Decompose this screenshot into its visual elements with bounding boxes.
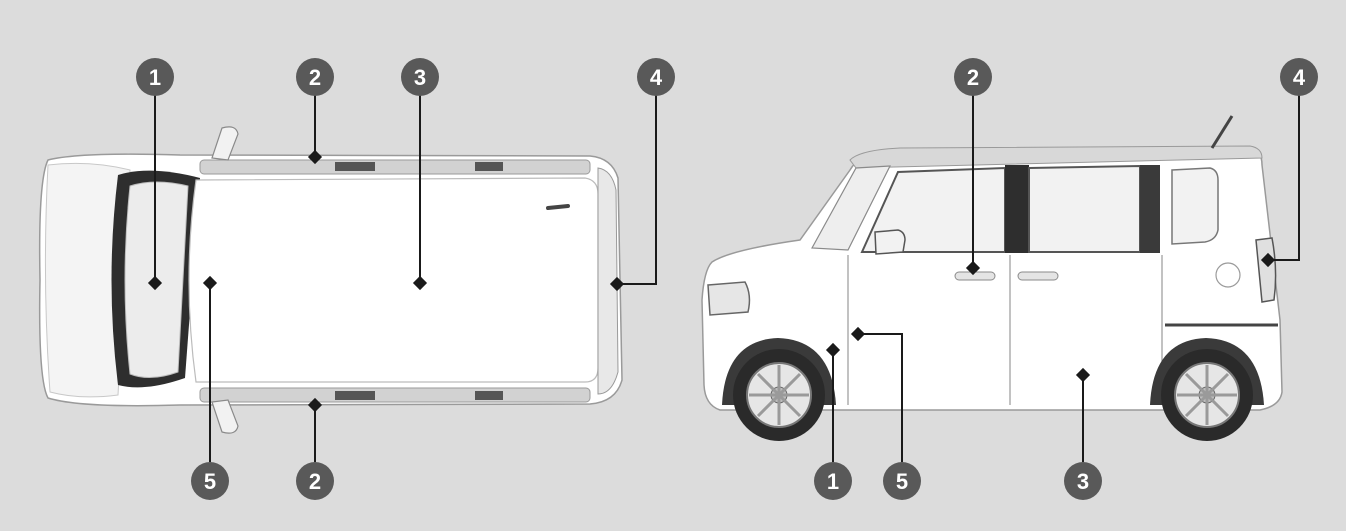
top-car-rail-detail [335,162,375,171]
pointer-diamond [147,275,163,291]
top-car-mirror-lower [211,399,239,434]
callout-number: 2 [967,65,979,90]
pointer-diamond [965,260,981,276]
top-car-antenna [546,204,570,210]
side-car-fuel-lid [1215,262,1241,288]
side-view-car [701,115,1283,441]
side-car-rear-wheel [1161,349,1253,441]
top-car-mirror-upper [211,126,239,161]
pointer-diamond [202,275,218,291]
pointer-diamond [825,342,841,358]
side-car-headlight [707,281,751,316]
callout-number: 4 [1293,65,1306,90]
side-car-taillight [1255,237,1277,303]
top-car-hood [44,162,131,398]
pointer-diamond [307,397,323,413]
callout-number: 2 [309,469,321,494]
pointer-diamond [1260,252,1276,268]
callout-badge: 1 [136,58,174,96]
callout-number: 3 [414,65,426,90]
side-view-callouts: 2 4 1 5 3 [814,58,1318,500]
top-car-rear [597,167,619,395]
top-view-callouts: 1 2 3 4 5 2 [136,58,675,500]
leader-line [858,333,903,462]
pointer-markers [147,149,1276,413]
callout-number: 4 [650,65,663,90]
callout-badge: 2 [296,462,334,500]
pointer-diamond [412,275,428,291]
top-car-rail-lower [199,387,591,403]
callout-number: 5 [896,469,908,494]
leader-line [1268,95,1300,261]
callout-badge: 1 [814,462,852,500]
side-car-b-pillar [1005,165,1029,253]
callout-number: 3 [1077,469,1089,494]
top-car-rail-upper [199,159,591,175]
top-car-roof [188,177,599,383]
top-car-rail-detail [475,162,503,171]
top-car-rail-detail [335,391,375,400]
callout-badge: 3 [1064,462,1102,500]
leader-line [617,95,657,285]
side-car-c-pillar [1140,165,1160,253]
callout-number: 5 [204,469,216,494]
top-view-car [38,126,623,434]
pointer-diamond [1075,367,1091,383]
pointer-diamond [850,326,866,342]
callout-badge: 2 [296,58,334,96]
side-car-quarter-window [1171,167,1219,245]
callout-badge: 4 [637,58,675,96]
side-car-windshield [811,165,892,251]
side-car-door-handle [1017,271,1059,281]
callout-badge: 2 [954,58,992,96]
side-car-mirror [874,229,906,255]
side-car-front-wheel [733,349,825,441]
top-car-rail-detail [475,391,503,400]
callout-number: 2 [309,65,321,90]
callout-number: 1 [827,469,839,494]
leader-lines [154,95,1300,462]
side-car-rear-window [1028,164,1141,253]
callout-badge: 5 [883,462,921,500]
callout-badge: 3 [401,58,439,96]
side-car-door-handle [954,271,996,281]
pointer-diamond [609,276,625,292]
side-car-antenna [1210,115,1234,149]
callout-number: 1 [149,65,161,90]
callout-badge: 5 [191,462,229,500]
callout-badge: 4 [1280,58,1318,96]
side-car-roof [849,145,1263,169]
pointer-diamond [307,149,323,165]
